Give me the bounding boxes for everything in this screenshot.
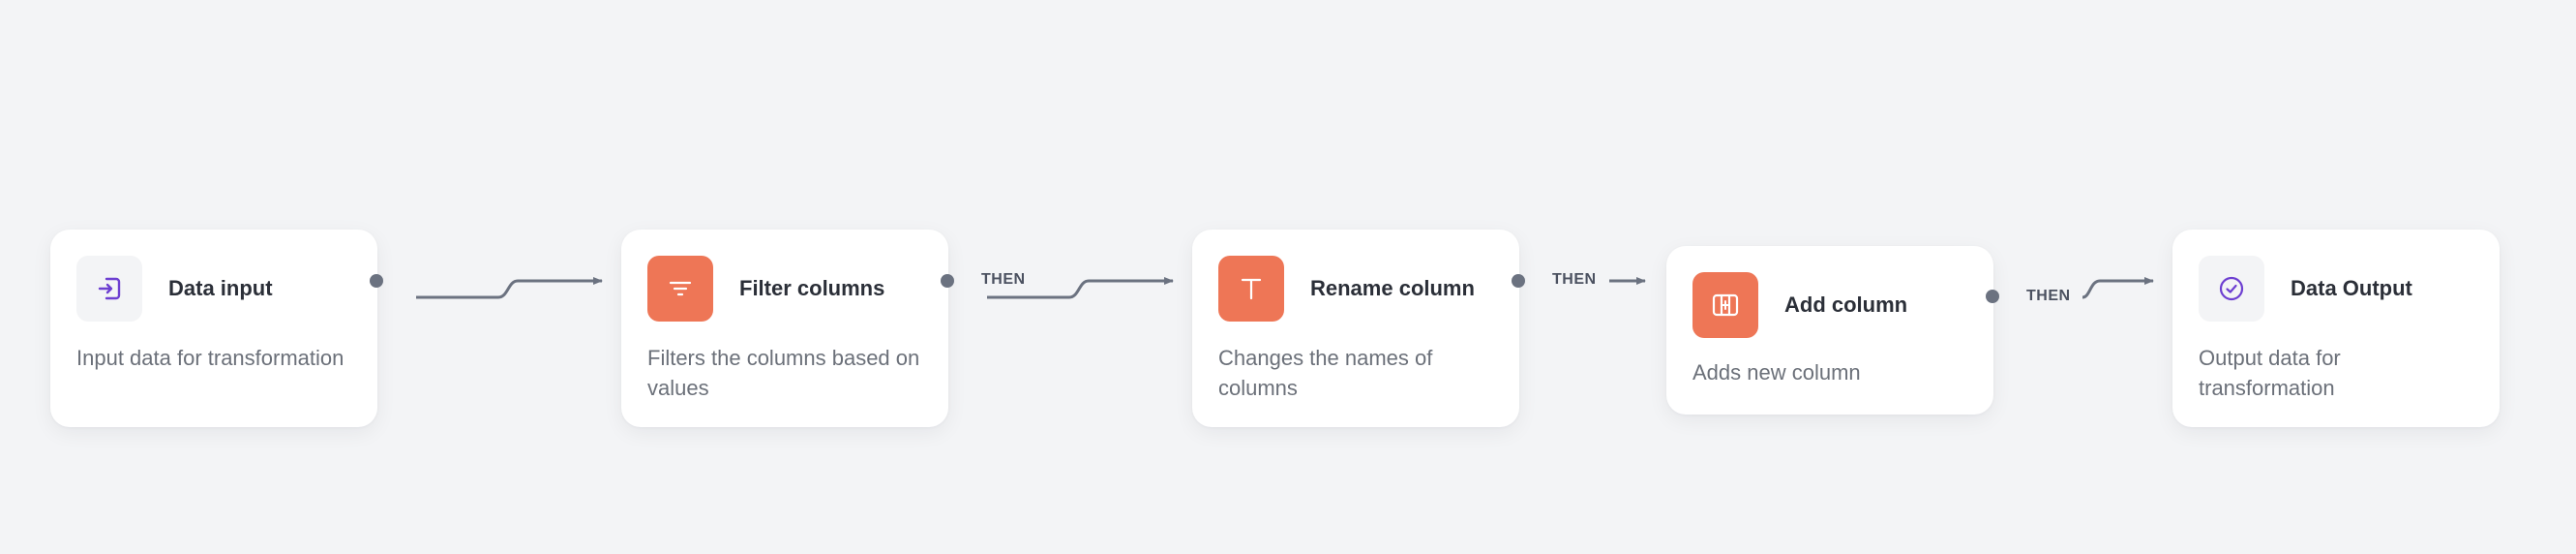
edge-connector-4 bbox=[2082, 277, 2154, 299]
edge-connector-2 bbox=[987, 277, 1174, 299]
node-header: Data input bbox=[76, 256, 273, 322]
node-header: Filter columns bbox=[647, 256, 884, 322]
check-circle-icon bbox=[2199, 256, 2264, 322]
node-title: Filter columns bbox=[739, 276, 885, 300]
output-port[interactable] bbox=[1512, 274, 1525, 288]
node-data-input[interactable]: Data input Input data for transformation bbox=[50, 230, 377, 427]
node-description: Changes the names of columns bbox=[1218, 346, 1433, 400]
output-port[interactable] bbox=[941, 274, 954, 288]
node-header: Rename column bbox=[1218, 256, 1475, 322]
output-port[interactable] bbox=[1986, 290, 1999, 303]
edge-label: THEN bbox=[2026, 288, 2071, 304]
node-description: Filters the columns based on values bbox=[647, 346, 920, 400]
node-title: Add column bbox=[1784, 292, 1908, 317]
node-title: Rename column bbox=[1310, 276, 1475, 300]
node-description: Input data for transformation bbox=[76, 346, 344, 370]
node-header: Add column bbox=[1692, 272, 1907, 338]
filter-icon bbox=[647, 256, 713, 322]
node-header: Data Output bbox=[2199, 256, 2412, 322]
node-data-output[interactable]: Data Output Output data for transformati… bbox=[2172, 230, 2500, 427]
node-title: Data input bbox=[168, 276, 273, 300]
output-port[interactable] bbox=[370, 274, 383, 288]
node-description: Output data for transformation bbox=[2199, 346, 2341, 400]
edge-label: THEN bbox=[981, 271, 1026, 288]
edge-label: THEN bbox=[1552, 271, 1597, 288]
node-title: Data Output bbox=[2291, 276, 2412, 300]
text-t-icon bbox=[1218, 256, 1284, 322]
node-filter-columns[interactable]: Filter columns Filters the columns based… bbox=[621, 230, 948, 427]
node-add-column[interactable]: Add column Adds new column bbox=[1666, 246, 1993, 415]
node-description: Adds new column bbox=[1692, 360, 1861, 385]
node-rename-column[interactable]: Rename column Changes the names of colum… bbox=[1192, 230, 1519, 427]
arrow-into-box-icon bbox=[76, 256, 142, 322]
add-column-icon bbox=[1692, 272, 1758, 338]
edge-connector-1 bbox=[416, 277, 603, 299]
